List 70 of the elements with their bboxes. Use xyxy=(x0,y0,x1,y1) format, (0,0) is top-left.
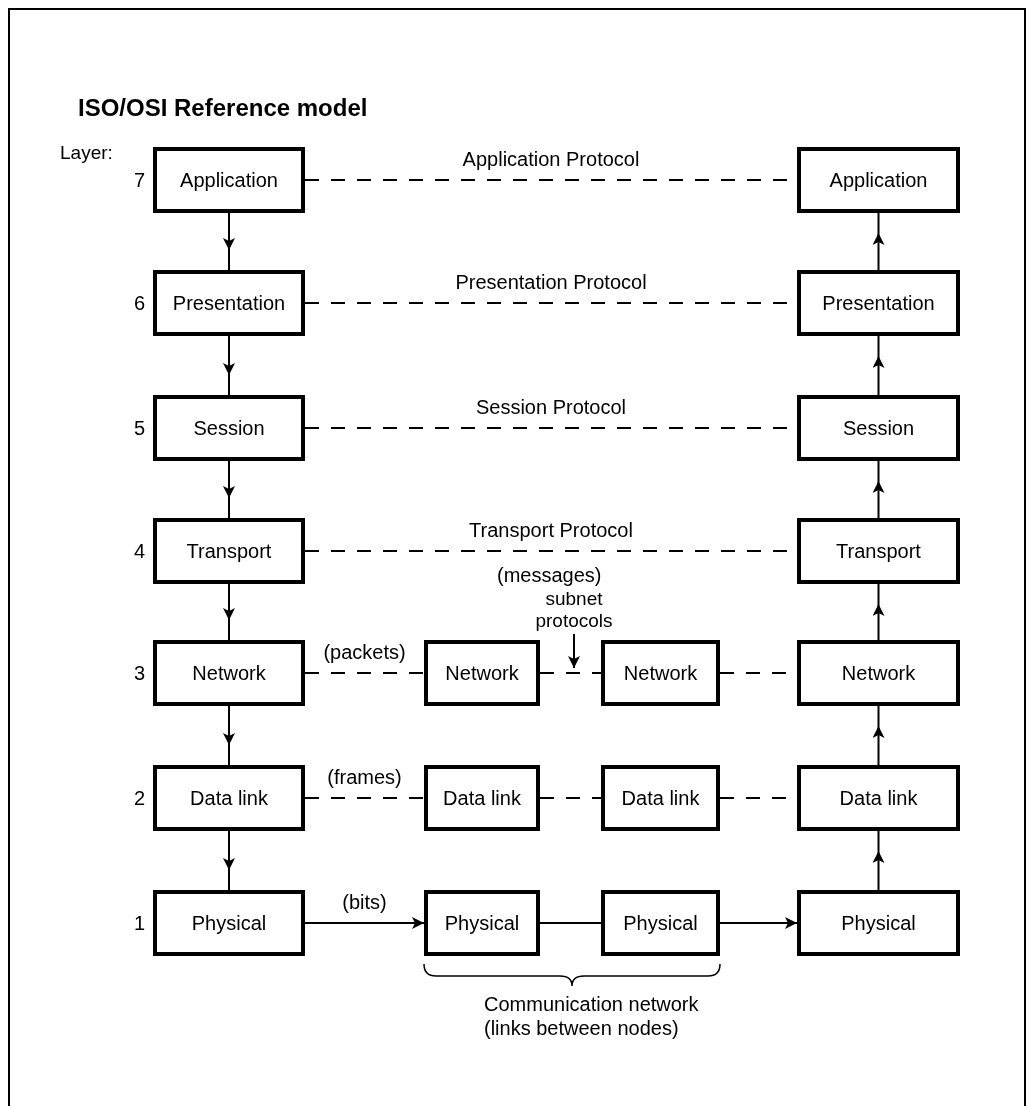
layer-number: 4 xyxy=(133,539,145,563)
label: Communication network (links between nodes) xyxy=(484,992,700,1040)
connector-line xyxy=(539,922,602,924)
connector-line xyxy=(539,797,602,799)
layer-box xyxy=(797,765,960,831)
box-label: Transport xyxy=(836,539,921,563)
box-label: Data link xyxy=(621,786,700,810)
layer-number: 6 xyxy=(133,291,145,315)
arrow xyxy=(872,335,885,396)
box-label: Physical xyxy=(623,911,698,935)
label: (messages) xyxy=(497,563,602,587)
layer-box xyxy=(797,640,960,706)
arrow xyxy=(872,705,885,766)
arrow xyxy=(568,633,580,669)
edge-label: Transport Protocol xyxy=(467,519,635,541)
layer-box xyxy=(424,890,540,956)
connector-line xyxy=(304,797,425,799)
arrow xyxy=(872,212,885,271)
layer-number: 2 xyxy=(133,786,145,810)
arrow xyxy=(223,212,235,271)
box-label: Presentation xyxy=(822,291,935,315)
edge-label: Application Protocol xyxy=(460,148,642,170)
layer-box xyxy=(797,147,960,213)
layer-box xyxy=(797,890,960,956)
arrow xyxy=(872,830,885,891)
arrow xyxy=(304,917,425,929)
title: ISO/OSI Reference model xyxy=(78,94,368,122)
annotation-text: subnet protocols xyxy=(534,588,614,632)
box-label: Application xyxy=(180,168,278,192)
arrow xyxy=(223,705,235,766)
box-label: Presentation xyxy=(172,291,286,315)
arrow xyxy=(223,460,235,519)
box-label: Network xyxy=(445,661,519,685)
edge-label: (bits) xyxy=(340,891,389,913)
layer-box xyxy=(601,890,720,956)
layer-number: 7 xyxy=(133,168,145,192)
layer-box xyxy=(797,518,960,584)
layer-number: 5 xyxy=(133,416,145,440)
layer-box xyxy=(424,765,540,831)
arrow xyxy=(719,917,798,929)
box-label: Physical xyxy=(191,911,267,935)
layer-box xyxy=(601,765,720,831)
connector-line xyxy=(539,672,602,674)
connector-line xyxy=(304,672,425,674)
box-label: Data link xyxy=(839,786,918,810)
box-label: Physical xyxy=(444,911,520,935)
layer-box xyxy=(797,395,960,461)
layer-number: 3 xyxy=(133,661,145,685)
arrow xyxy=(223,335,235,396)
arrow xyxy=(223,583,235,641)
box-label: Physical xyxy=(841,911,916,935)
arrow xyxy=(872,460,885,519)
edge-label: (packets) xyxy=(321,641,408,663)
box-label: Network xyxy=(192,661,266,685)
box-label: Network xyxy=(841,661,916,685)
label: Layer: xyxy=(60,142,113,165)
box-label: Application xyxy=(829,168,928,192)
box-label: Data link xyxy=(443,786,521,810)
box-label: Session xyxy=(193,416,265,440)
edge-label: (frames) xyxy=(325,766,404,788)
box-label: Session xyxy=(842,416,915,440)
arrow xyxy=(872,583,885,641)
box-label: Transport xyxy=(186,539,272,563)
layer-box xyxy=(424,640,540,706)
box-label: Data link xyxy=(190,786,268,810)
box-label: Network xyxy=(623,661,698,685)
layer-box xyxy=(797,270,960,336)
layer-box xyxy=(601,640,720,706)
layer-number: 1 xyxy=(133,911,145,935)
arrow xyxy=(223,830,235,891)
